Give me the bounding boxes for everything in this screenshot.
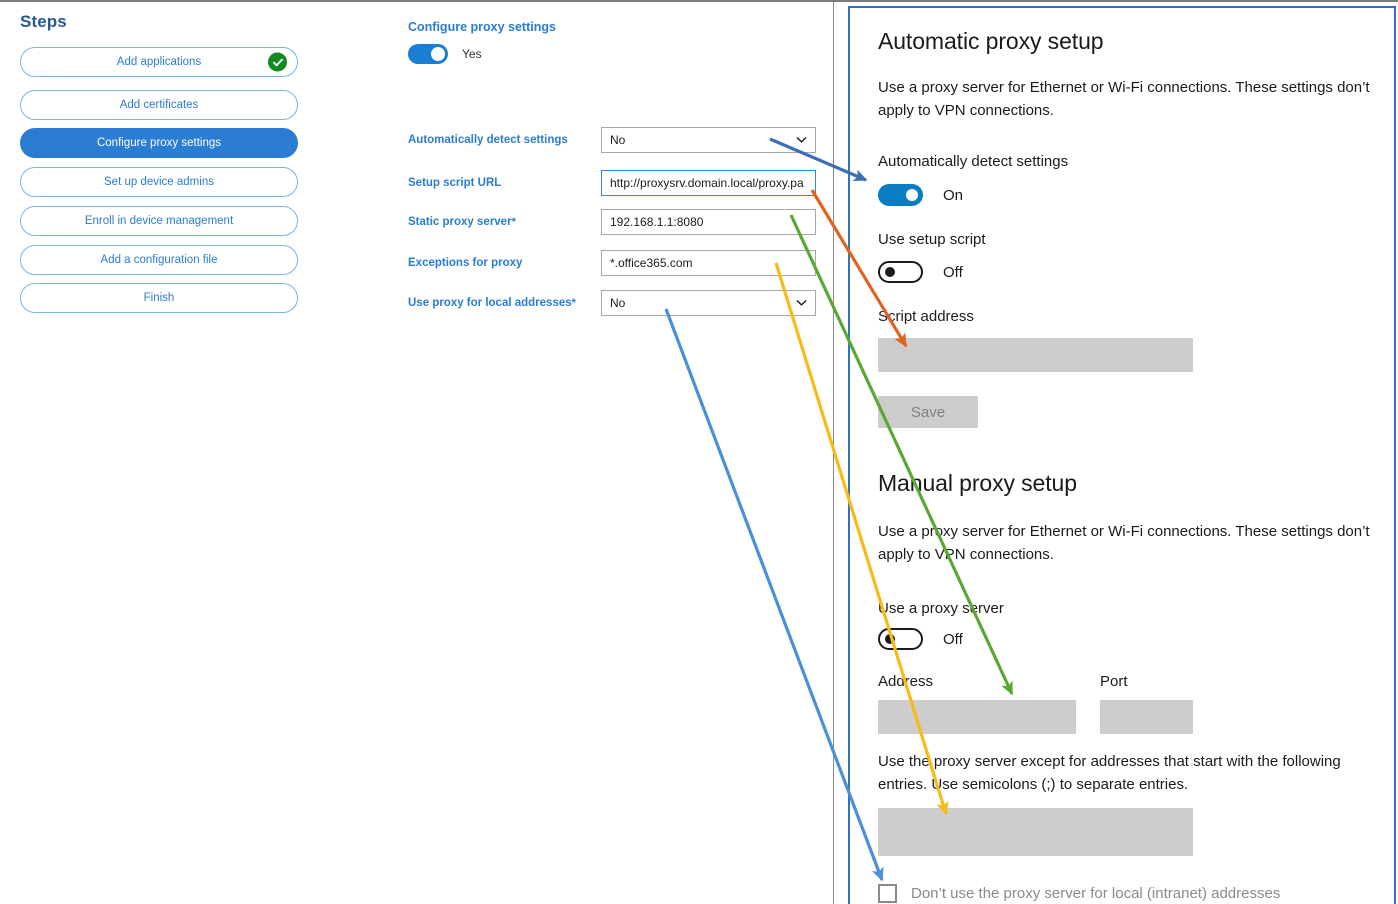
- toggle-state-label: On: [943, 186, 964, 204]
- use-setup-script-label: Use setup script: [878, 231, 986, 248]
- exceptions-for-proxy-input[interactable]: *.office365.com: [601, 250, 816, 276]
- field-exceptions-for-proxy: Exceptions for proxy *.office365.com: [408, 250, 823, 276]
- bypass-local-addresses-label: Don’t use the proxy server for local (in…: [911, 885, 1281, 902]
- automatic-proxy-setup-description: Use a proxy server for Ethernet or Wi-Fi…: [878, 79, 1370, 119]
- setup-script-url-input[interactable]: http://proxysrv.domain.local/proxy.pa: [601, 170, 816, 196]
- field-label: Use proxy for local addresses*: [408, 297, 576, 309]
- use-setup-script-toggle-row[interactable]: Off: [878, 261, 963, 283]
- step-label: Set up device admins: [104, 176, 214, 188]
- select-value: No: [610, 296, 626, 310]
- script-address-input[interactable]: [878, 338, 1193, 372]
- save-button[interactable]: Save: [878, 396, 978, 428]
- automatically-detect-settings-toggle[interactable]: [878, 184, 923, 206]
- step-item-add-certificates[interactable]: Add certificates: [20, 90, 298, 120]
- field-automatically-detect-settings: Automatically detect settings No: [408, 127, 823, 153]
- port-input[interactable]: [1100, 700, 1193, 734]
- use-a-proxy-server-toggle[interactable]: [878, 628, 923, 650]
- port-label: Port: [1100, 673, 1128, 690]
- field-label: Automatically detect settings: [408, 134, 568, 146]
- step-item-add-a-configuration-file[interactable]: Add a configuration file: [20, 245, 298, 275]
- field-setup-script-url: Setup script URL http://proxysrv.domain.…: [408, 170, 823, 196]
- chevron-down-icon: [796, 135, 807, 146]
- static-proxy-server-input[interactable]: 192.168.1.1:8080: [601, 209, 816, 235]
- input-value: *.office365.com: [610, 256, 693, 270]
- script-address-label: Script address: [878, 308, 974, 325]
- required-marker: *: [511, 216, 516, 228]
- bypass-local-addresses-row[interactable]: Don’t use the proxy server for local (in…: [878, 884, 1280, 903]
- field-static-proxy-server: Static proxy server* 192.168.1.1:8080: [408, 209, 823, 235]
- toggle-state-label: Off: [943, 630, 963, 648]
- steps-pane: Steps Add applications Add certificates …: [0, 2, 332, 904]
- automatically-detect-settings-select[interactable]: No: [601, 127, 816, 153]
- proxy-exceptions-input[interactable]: [878, 808, 1193, 856]
- windows-proxy-settings-pane: Automatic proxy setup Use a proxy server…: [848, 6, 1396, 904]
- manual-proxy-setup-description: Use a proxy server for Ethernet or Wi-Fi…: [878, 523, 1370, 563]
- proxy-form-pane: Configure proxy settings Yes Automatical…: [334, 2, 833, 904]
- check-circle-icon: [268, 52, 287, 72]
- address-input[interactable]: [878, 700, 1076, 734]
- automatically-detect-settings-label: Automatically detect settings: [878, 153, 1069, 170]
- pane-divider-line: [833, 2, 834, 904]
- top-divider-rule: [0, 0, 1398, 2]
- input-value: http://proxysrv.domain.local/proxy.pa: [610, 176, 804, 190]
- configure-proxy-toggle-value: Yes: [462, 47, 482, 61]
- field-label: Exceptions for proxy: [408, 257, 523, 269]
- step-label: Add certificates: [119, 99, 199, 111]
- automatically-detect-settings-toggle-row[interactable]: On: [878, 184, 963, 206]
- step-label: Configure proxy settings: [96, 137, 221, 149]
- manual-proxy-setup-heading: Manual proxy setup: [878, 470, 1077, 496]
- chevron-down-icon: [796, 298, 807, 309]
- step-label: Enroll in device management: [84, 215, 234, 227]
- step-item-set-up-device-admins[interactable]: Set up device admins: [20, 167, 298, 197]
- step-item-configure-proxy-settings[interactable]: Configure proxy settings: [20, 128, 298, 158]
- proxy-exceptions-description: Use the proxy server except for addresse…: [878, 753, 1341, 793]
- automatic-proxy-setup-heading: Automatic proxy setup: [878, 28, 1104, 54]
- use-a-proxy-server-label: Use a proxy server: [878, 600, 1004, 617]
- use-proxy-for-local-addresses-select[interactable]: No: [601, 290, 816, 316]
- step-item-add-applications[interactable]: Add applications: [20, 47, 298, 77]
- steps-title: Steps: [20, 12, 67, 31]
- step-label: Add applications: [116, 56, 202, 68]
- toggle-state-label: Off: [943, 263, 963, 281]
- field-label: Static proxy server*: [408, 216, 516, 228]
- step-label: Add a configuration file: [100, 254, 218, 266]
- configure-proxy-toggle-row[interactable]: Yes: [408, 44, 482, 64]
- input-value: 192.168.1.1:8080: [610, 215, 704, 229]
- required-marker: *: [571, 297, 576, 309]
- step-label: Finish: [143, 292, 175, 304]
- address-label: Address: [878, 673, 934, 690]
- use-setup-script-toggle[interactable]: [878, 261, 923, 283]
- form-heading: Configure proxy settings: [408, 20, 556, 34]
- select-value: No: [610, 133, 626, 147]
- step-item-finish[interactable]: Finish: [20, 283, 298, 313]
- configure-proxy-toggle[interactable]: [408, 44, 448, 64]
- field-label: Setup script URL: [408, 177, 502, 189]
- use-a-proxy-server-toggle-row[interactable]: Off: [878, 628, 963, 650]
- checkbox-icon[interactable]: [878, 884, 897, 903]
- field-use-proxy-for-local-addresses: Use proxy for local addresses* No: [408, 290, 823, 316]
- step-item-enroll-in-device-management[interactable]: Enroll in device management: [20, 206, 298, 236]
